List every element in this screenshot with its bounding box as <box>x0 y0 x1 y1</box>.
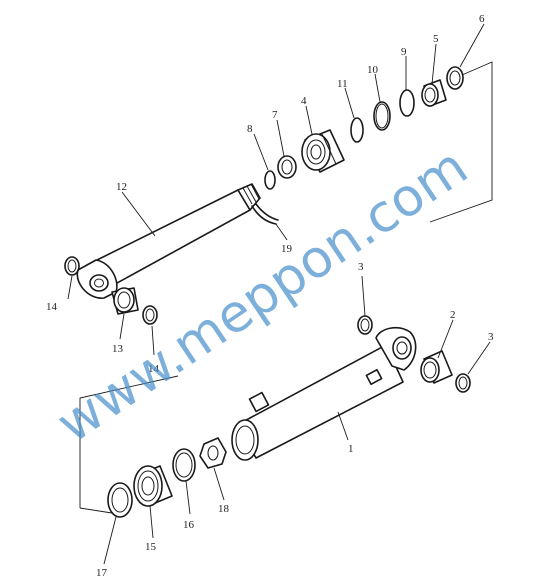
ring-part-3-lower <box>455 373 471 393</box>
callout-9: 9 <box>401 46 407 58</box>
callout-14-upper: 14 <box>46 301 58 313</box>
seal-part-6 <box>446 66 464 90</box>
callout-12: 12 <box>116 181 127 193</box>
ring-part-16 <box>172 448 196 482</box>
callout-14-lower: 14 <box>148 363 160 375</box>
cylinder-tube-part-1 <box>231 326 417 461</box>
bushing-part-2 <box>420 350 453 384</box>
callout-3-lower: 3 <box>488 331 494 343</box>
callout-2: 2 <box>450 309 456 321</box>
seal-ring-part-17 <box>107 482 133 518</box>
nut-part-18 <box>199 437 227 469</box>
ring-part-14-lower <box>142 305 158 325</box>
callout-10: 10 <box>367 64 379 76</box>
callout-6: 6 <box>479 13 485 25</box>
callout-3-upper: 3 <box>358 261 364 273</box>
callout-13: 13 <box>112 343 124 355</box>
callout-17: 17 <box>96 567 108 578</box>
callout-16: 16 <box>183 519 195 531</box>
callout-4: 4 <box>301 95 307 107</box>
o-ring-part-9 <box>399 89 415 117</box>
callout-labels: 1 2 3 3 4 5 6 7 8 9 10 11 12 13 14 14 15… <box>46 13 494 578</box>
gland-part-4 <box>301 129 345 173</box>
snap-ring-part-8 <box>264 170 276 190</box>
ring-part-3-upper <box>357 315 373 335</box>
cotter-pin-part-19 <box>251 203 279 225</box>
callout-18: 18 <box>218 503 230 515</box>
o-ring-part-11 <box>350 117 364 143</box>
callout-7: 7 <box>272 109 278 121</box>
backup-ring-part-10 <box>373 101 391 131</box>
bracket-lines <box>79 61 493 514</box>
callout-8: 8 <box>247 123 253 135</box>
callout-11: 11 <box>337 78 348 90</box>
bushing-part-13 <box>111 287 139 315</box>
ring-part-14-upper <box>64 256 80 276</box>
nut-part-7 <box>277 155 297 179</box>
callout-15: 15 <box>145 541 157 553</box>
callout-1: 1 <box>348 443 354 455</box>
leader-lines <box>67 23 491 565</box>
piston-rod-part-12 <box>76 183 261 299</box>
piston-part-15 <box>133 465 173 507</box>
bushing-part-5 <box>421 79 447 107</box>
callout-19: 19 <box>281 243 293 255</box>
callout-5: 5 <box>433 33 439 45</box>
